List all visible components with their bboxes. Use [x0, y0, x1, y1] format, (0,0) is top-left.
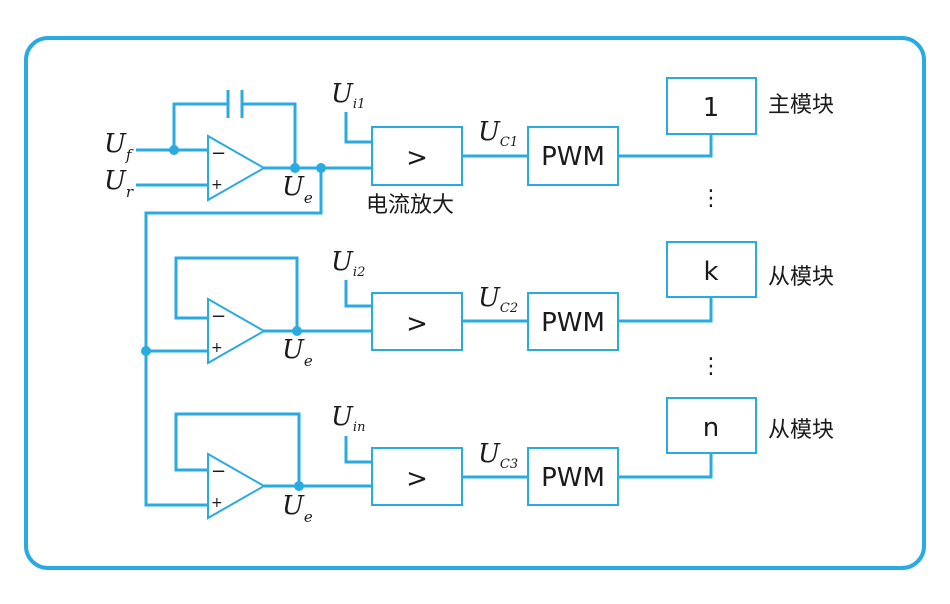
master-pwm-label: PWM: [541, 142, 605, 172]
slave-k-control-label: UC2: [478, 283, 518, 316]
slave-k-iref-wire: [344, 280, 372, 308]
slave-n-module-label: 从模块: [768, 418, 834, 443]
master-comparator: [371, 126, 463, 186]
master-opamp-minus: −: [211, 143, 226, 164]
master-iref-label: Ui1: [331, 79, 365, 112]
master-input-r-label: Ur: [104, 166, 134, 201]
junction-dot: [292, 326, 302, 336]
slave-n-opamp-plus: +: [211, 495, 223, 511]
slave-n-iref-label: Uin: [331, 402, 365, 435]
slave-k-error-label: Ue: [282, 335, 313, 370]
slave-k-iref-label: Ui2: [331, 247, 365, 280]
slave-k-module-number: k: [703, 257, 718, 287]
junction-dot: [169, 145, 179, 155]
master-iref-wire: [344, 112, 372, 144]
junction-dot: [141, 346, 151, 356]
slave-n-module-number: n: [703, 413, 719, 443]
master-opamp: [207, 134, 267, 202]
slave-k-module-label: 从模块: [768, 265, 834, 290]
slave-stage-n: − + > PWM n 从模块 Ue Uin UC3: [174, 397, 834, 526]
master-comparator-symbol: >: [406, 143, 428, 173]
master-stage: − + > PWM 1 主模块 Uf Ur Ue Ui1 UC1 电流放大: [104, 77, 834, 507]
slave-n-comparator-symbol: >: [406, 464, 428, 494]
slave-k-comparator-symbol: >: [406, 309, 428, 339]
slave-k-pwm-to-module-wire: [618, 297, 713, 323]
master-to-bus-wire: [144, 168, 323, 507]
slave-k-opamp: [207, 297, 267, 365]
master-opamp-plus: +: [211, 177, 223, 193]
slave-n-pwm-label: PWM: [541, 463, 605, 493]
junction-dot: [316, 163, 326, 173]
master-pwm-to-module-wire: [618, 134, 713, 158]
junction-dot: [290, 163, 300, 173]
slave-k-opamp-plus: +: [211, 340, 223, 356]
slave-n-control-label: UC3: [478, 439, 518, 472]
slave-n-opamp-minus: −: [211, 461, 226, 482]
slave-n-pwm-to-module-wire: [618, 453, 713, 479]
master-module-box: [666, 77, 757, 135]
master-module-number: 1: [703, 93, 720, 123]
slave-stage-k: − + > PWM k 从模块 Ue Ui2 UC2: [141, 241, 834, 370]
slave-n-opamp: [207, 452, 267, 520]
master-pwm-block: [527, 126, 619, 186]
slave-k-module-box: [666, 241, 757, 298]
ellipsis-bottom: ⋮: [700, 354, 722, 379]
master-control-label: UC1: [478, 117, 518, 150]
slave-k-opamp-minus: −: [211, 306, 226, 327]
master-error-label: Ue: [282, 172, 313, 207]
slave-n-error-label: Ue: [282, 491, 313, 526]
current-amp-label: 电流放大: [366, 193, 454, 218]
master-input-f-label: Uf: [104, 129, 134, 164]
ellipsis-top: ⋮: [700, 186, 722, 211]
master-module-label: 主模块: [768, 93, 834, 118]
junction-dot: [294, 481, 304, 491]
slave-k-pwm-block: [527, 292, 619, 351]
slave-n-pwm-block: [527, 447, 619, 506]
slave-n-feedback-wire: [174, 412, 301, 485]
slave-n-module-box: [666, 397, 757, 454]
slave-n-comparator: [371, 447, 463, 506]
slave-k-pwm-label: PWM: [541, 308, 605, 338]
master-feedback-wire: [172, 102, 297, 165]
slave-k-feedback-wire: [174, 256, 299, 330]
slave-n-iref-wire: [344, 436, 372, 464]
